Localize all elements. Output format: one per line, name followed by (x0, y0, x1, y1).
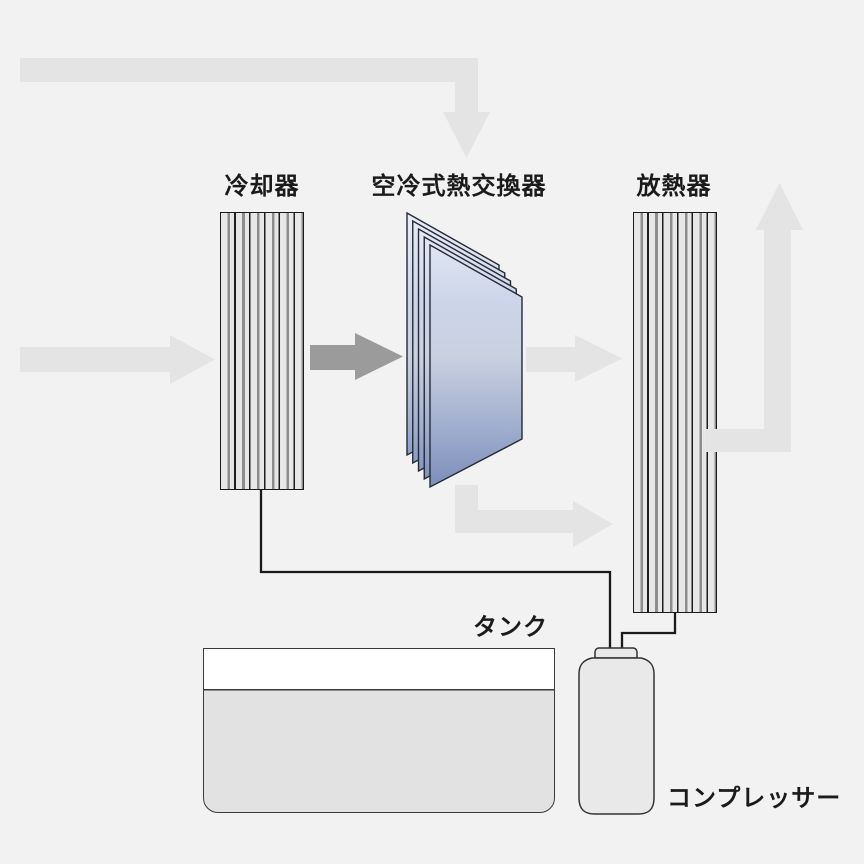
arrow-right-icon (526, 335, 622, 382)
cooler-label: 冷却器 (224, 173, 300, 200)
arrow-up-elbow-icon (705, 183, 803, 452)
radiator-unit (633, 212, 717, 613)
heat-exchanger-label: 空冷式熱交換器 (371, 173, 547, 200)
plate-stack (406, 211, 523, 489)
exchanger-plate (429, 243, 523, 489)
exchanger-plate (406, 211, 500, 457)
arrow-right-elbow-icon (455, 485, 613, 547)
cooler-unit (220, 212, 304, 490)
compressor-body (578, 657, 655, 815)
main-flow-arrow-right-icon (310, 333, 403, 380)
compressor-label: コンプレッサー (667, 785, 842, 812)
pipe-radiator-to-compressor (620, 612, 677, 650)
tank (203, 648, 555, 813)
radiator-label: 放熱器 (636, 173, 712, 200)
arrow-right-icon (20, 335, 215, 384)
compressor-cap (594, 647, 638, 659)
exchanger-plate (423, 235, 517, 481)
tank-label: タンク (473, 614, 548, 641)
exchanger-plate (417, 227, 512, 473)
exchanger-plate (412, 219, 506, 465)
arrow-down-icon (20, 58, 490, 158)
